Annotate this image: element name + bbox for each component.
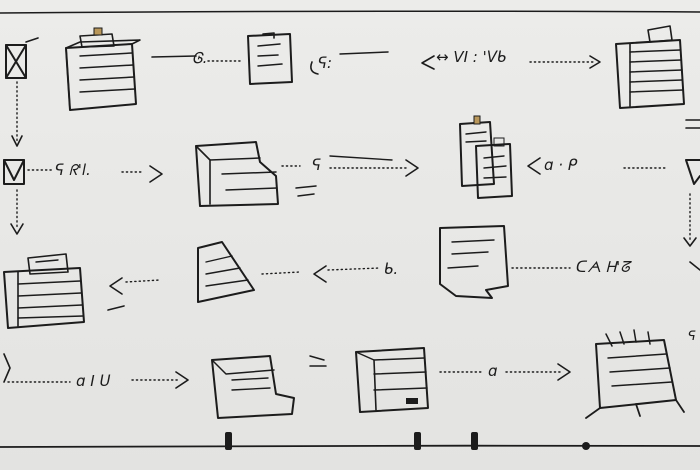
board-top-edge bbox=[0, 10, 700, 14]
storage-cabinet-icon bbox=[3, 253, 85, 329]
inclined-tray-icon bbox=[197, 241, 255, 303]
documents-icon bbox=[459, 115, 513, 199]
tall-cabinet-icon bbox=[615, 25, 685, 109]
clipboard-icon bbox=[247, 32, 293, 85]
marker-clips bbox=[225, 432, 590, 450]
label-4: ᕋ ᖇ'l. bbox=[55, 161, 91, 179]
label-9: ɑ I ᑌ bbox=[76, 372, 110, 390]
gate-icon-right bbox=[685, 159, 700, 185]
filing-cabinet-icon bbox=[65, 27, 141, 111]
label-10: ɑ bbox=[488, 362, 498, 380]
label-7: ᑲ. bbox=[384, 260, 398, 278]
drawer-cabinet-icon bbox=[355, 347, 429, 413]
gate-icon-mid-left bbox=[3, 159, 25, 185]
label-11: ᕋ bbox=[688, 329, 696, 344]
arrow-left-2 bbox=[421, 55, 435, 70]
drawer-box-icon bbox=[211, 355, 295, 419]
arrow-right-1 bbox=[151, 55, 197, 58]
label-8: ᑕᗅ Ꮋ'ᘔ bbox=[576, 258, 632, 276]
archive-stand-icon bbox=[585, 329, 685, 419]
board-bottom-tray bbox=[0, 444, 700, 448]
label-6: ɑ · ᑭ bbox=[544, 156, 578, 174]
label-3: ↔ VI : 'ᐯᑲ bbox=[436, 48, 506, 66]
label-2: ᕋ: bbox=[318, 54, 332, 72]
stepped-box-icon bbox=[195, 141, 279, 207]
label-1: Ꮆ. bbox=[192, 49, 207, 67]
gate-icon-top-left bbox=[5, 37, 39, 79]
paper-sheet-icon bbox=[439, 225, 509, 299]
label-5: ᕋ bbox=[312, 156, 321, 174]
